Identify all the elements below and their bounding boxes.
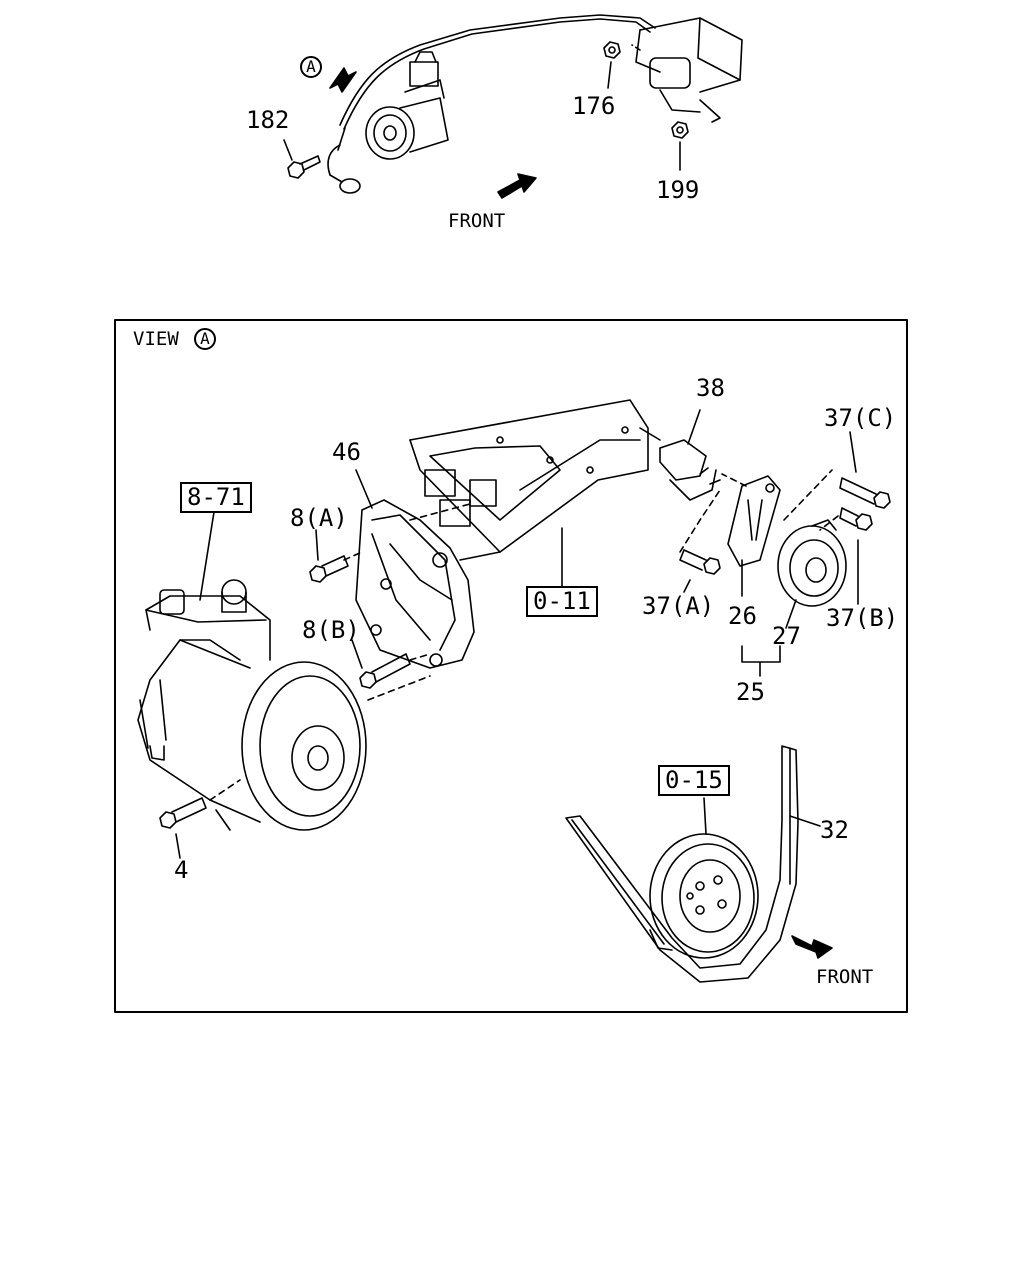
part-label-32: 32 (820, 816, 849, 844)
view-callout-a: A (300, 56, 322, 78)
ac-hose (339, 14, 656, 126)
tensioner-assembly (659, 409, 781, 597)
drive-belt-32 (565, 745, 821, 983)
crank-pulley (649, 797, 759, 959)
part-label-37c: 37(C) (824, 404, 897, 432)
compressor-large (137, 511, 367, 831)
view-arrow (329, 67, 357, 93)
top-assembly (283, 14, 743, 199)
bolt-37c (839, 431, 891, 509)
part-label-37b: 37(B) (826, 604, 899, 632)
part-label-38: 38 (696, 374, 725, 402)
compressor-small (365, 51, 449, 160)
bolt-37a (679, 549, 721, 593)
front-arrow-main (791, 935, 833, 959)
hose-connector (339, 178, 361, 194)
view-a-frame (114, 319, 908, 1013)
part-label-8a: 8(A) (290, 504, 348, 532)
group-bracket-25 (741, 645, 781, 677)
bolt-4 (159, 797, 207, 859)
part-label-8b: 8(B) (302, 616, 360, 644)
ref-box-8-71: 8-71 (180, 482, 252, 513)
front-arrow-top (497, 173, 537, 199)
part-label-26: 26 (728, 602, 757, 630)
bolt-182 (283, 139, 321, 179)
view-title: VIEW (133, 328, 179, 350)
part-label-4: 4 (174, 856, 189, 884)
nut-199 (671, 121, 689, 171)
bolt-8a (309, 529, 349, 583)
part-label-27: 27 (772, 622, 801, 650)
front-label-main: FRONT (816, 966, 874, 988)
part-label-46: 46 (332, 438, 361, 466)
bracket-46 (355, 469, 475, 669)
engine-block (409, 399, 661, 589)
bolt-37b (839, 507, 873, 605)
part-label-25: 25 (736, 678, 765, 706)
part-label-37a: 37(A) (642, 592, 715, 620)
idler-pulley-27 (777, 519, 847, 629)
nut-176 (603, 41, 621, 89)
part-label-199: 199 (656, 176, 700, 204)
bolt-8b (351, 639, 411, 689)
view-title-circle-a: A (194, 328, 216, 350)
part-label-182: 182 (246, 106, 290, 134)
part-label-176: 176 (572, 92, 616, 120)
assembly-guides (209, 469, 839, 801)
ref-box-0-11: 0-11 (526, 586, 598, 617)
receiver-drier (631, 17, 743, 123)
ref-box-0-15: 0-15 (658, 765, 730, 796)
front-label-top: FRONT (448, 210, 506, 232)
